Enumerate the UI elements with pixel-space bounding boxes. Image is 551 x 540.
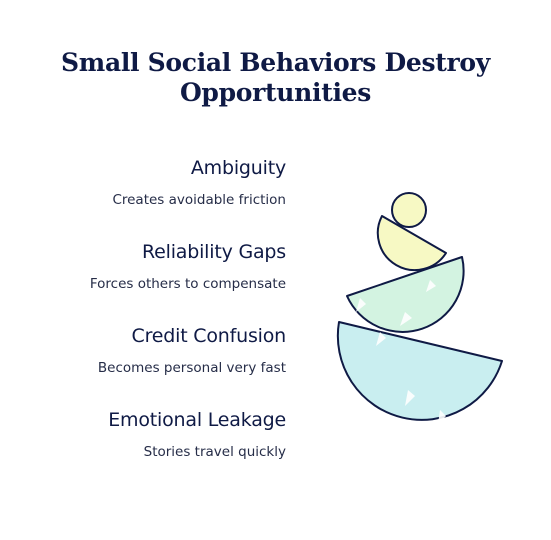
item-heading: Emotional Leakage xyxy=(108,409,286,431)
item-heading: Reliability Gaps xyxy=(142,241,286,263)
page-title: Small Social Behaviors Destroy Opportuni… xyxy=(61,48,490,107)
item-heading: Ambiguity xyxy=(190,157,286,179)
item-heading: Credit Confusion xyxy=(131,325,287,347)
aqua-half-disc-shape xyxy=(336,321,503,421)
list-item-credit-confusion: Credit Confusion Becomes personal very f… xyxy=(6,322,286,406)
behavior-list: Ambiguity Creates avoidable friction Rel… xyxy=(6,154,286,490)
yellow-half-disc-shape xyxy=(376,215,447,271)
sketch-highlights xyxy=(356,280,446,424)
list-item-reliability-gaps: Reliability Gaps Forces others to compen… xyxy=(6,238,286,322)
item-description: Becomes personal very fast xyxy=(97,360,286,376)
item-description: Stories travel quickly xyxy=(143,444,286,460)
item-description: Creates avoidable friction xyxy=(112,192,286,208)
mint-half-disc-shape xyxy=(346,256,465,333)
item-description: Forces others to compensate xyxy=(89,276,286,292)
stacked-shapes-illustration xyxy=(336,192,503,424)
top-circle-shape xyxy=(391,192,427,228)
list-item-emotional-leakage: Emotional Leakage Stories travel quickly xyxy=(6,406,286,490)
list-item-ambiguity: Ambiguity Creates avoidable friction xyxy=(6,154,286,238)
